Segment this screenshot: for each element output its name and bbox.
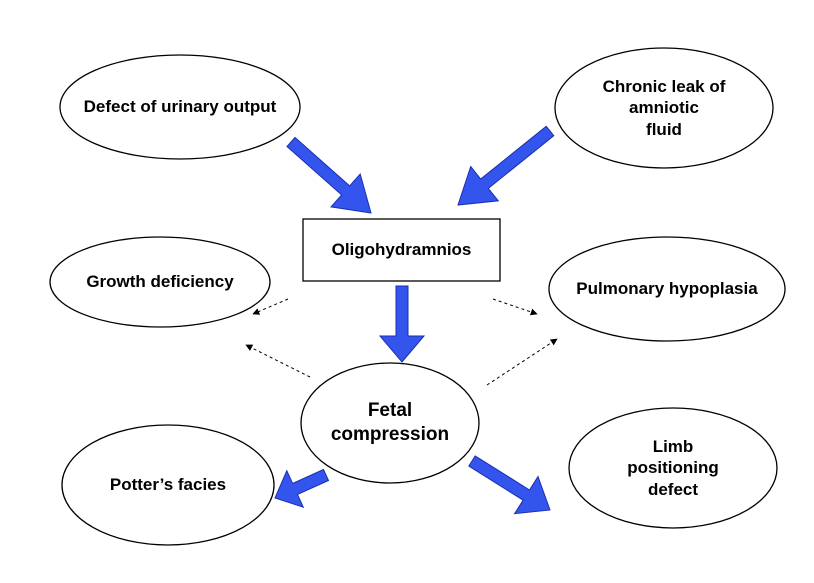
dashed-arrow-oligo-to-pulmonary <box>492 298 538 316</box>
urinary-output-label: Defect of urinary output <box>83 97 277 117</box>
pulmonary-hypoplasia-label: Pulmonary hypoplasia <box>576 279 758 299</box>
block-arrow-urinary-to-oligo <box>286 136 372 214</box>
amniotic-leak-ellipse <box>554 47 774 169</box>
amniotic-leak-line-1: Chronic leak of <box>602 77 726 97</box>
oligohydramnios-box <box>302 218 501 282</box>
limb-positioning-line-1: Limb <box>652 437 694 457</box>
block-arrow-fetal-to-limb <box>468 455 551 515</box>
urinary-output-ellipse <box>59 54 301 160</box>
amniotic-leak-label: Chronic leak of amniotic fluid <box>555 48 773 168</box>
limb-positioning-line-2: positioning <box>627 458 719 478</box>
growth-deficiency-label: Growth deficiency <box>86 272 234 292</box>
limb-positioning-ellipse <box>568 407 778 529</box>
growth-deficiency-ellipse <box>49 236 271 328</box>
amniotic-leak-line-3: fluid <box>646 119 682 139</box>
block-arrow-leak-to-oligo <box>457 125 555 206</box>
amniotic-leak-line-2: amniotic <box>629 98 699 118</box>
potters-facies-label: Potter’s facies <box>109 475 227 495</box>
dashed-arrow-oligo-to-growth <box>252 298 289 315</box>
limb-positioning-label: Limb positioning defect <box>569 408 777 528</box>
fetal-compression-line-1: Fetal <box>367 400 413 422</box>
limb-positioning-line-3: defect <box>647 479 699 499</box>
oligohydramnios-label: Oligohydramnios <box>331 240 472 260</box>
fetal-compression-label: Fetal compression <box>301 363 479 483</box>
dashed-arrow-fetal-to-pulmonary <box>486 338 558 386</box>
pulmonary-hypoplasia-ellipse <box>548 236 786 342</box>
block-arrow-oligo-to-fetal <box>378 285 426 363</box>
block-arrow-fetal-to-potter <box>274 468 330 509</box>
fetal-compression-ellipse <box>300 362 480 484</box>
potters-facies-ellipse <box>61 424 275 546</box>
fetal-compression-line-2: compression <box>330 424 450 445</box>
